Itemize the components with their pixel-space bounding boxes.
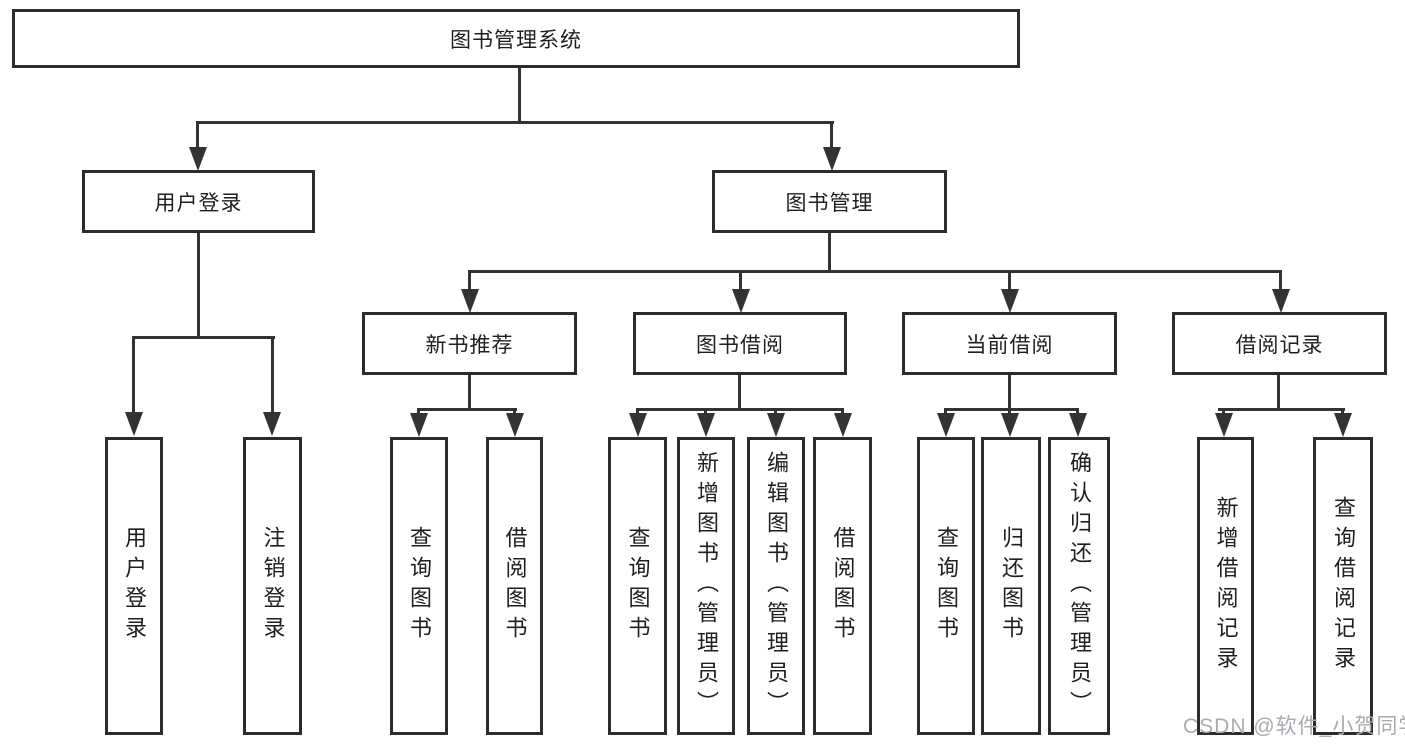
- down-arrowhead-bb-add: [697, 413, 715, 437]
- connector-new-book-trunk: [468, 375, 471, 411]
- connector-book-borrowing-trunk: [738, 375, 741, 411]
- leaf-borrow-books-borrowing-label: 借阅图书: [830, 526, 856, 646]
- down-arrowhead-current-borrowing: [1001, 289, 1019, 313]
- connector-root-trunk: [518, 68, 521, 124]
- leaf-query-books-borrowing-label: 查询图书: [625, 526, 651, 646]
- connector-stem-br-query: [1341, 408, 1344, 417]
- leaf-query-borrow-record: 查询借阅记录: [1313, 437, 1373, 735]
- leaf-add-book-admin-label: 新增图书（管理员）: [694, 451, 719, 721]
- down-arrowhead-new-book: [461, 289, 479, 313]
- connector-user-login-bar: [132, 336, 275, 339]
- connector-stem-cb-return: [1008, 408, 1011, 417]
- node-borrowing-records: 借阅记录: [1172, 312, 1387, 375]
- down-arrowhead-br-add: [1215, 413, 1233, 437]
- down-arrowhead-nb-borrow: [506, 413, 524, 437]
- leaf-return-book: 归还图书: [981, 437, 1041, 735]
- node-new-book-recommendation: 新书推荐: [362, 312, 577, 375]
- leaf-query-books-recommend-label: 查询图书: [407, 526, 432, 646]
- csdn-watermark: CSDN @软件_小贺同学: [1183, 715, 1405, 738]
- connector-borrowing-records-bar: [1218, 408, 1345, 411]
- down-arrowhead-book-borrowing: [732, 289, 750, 313]
- leaf-confirm-return-admin: 确认归还（管理员）: [1048, 437, 1110, 735]
- connector-current-borrowing-bar: [944, 408, 1079, 411]
- connector-stem-cb-query: [944, 408, 947, 417]
- node-book-borrowing-label: 图书借阅: [696, 333, 784, 357]
- connector-stem-book-borrowing: [739, 270, 742, 292]
- leaf-add-book-admin: 新增图书（管理员）: [677, 437, 735, 735]
- leaf-edit-book-admin-label: 编辑图书（管理员）: [764, 451, 789, 721]
- down-arrowhead-bb-query: [629, 413, 647, 437]
- down-arrowhead-bb-edit: [767, 413, 785, 437]
- down-arrowhead-cb-return: [1001, 413, 1019, 437]
- leaf-query-books-current: 查询图书: [917, 437, 975, 735]
- leaf-user-login: 用户登录: [105, 437, 163, 735]
- connector-stem-bb-query: [636, 408, 639, 417]
- leaf-borrow-books-recommend: 借阅图书: [486, 437, 543, 735]
- node-borrowing-records-label: 借阅记录: [1235, 333, 1324, 357]
- connector-stem-br-add: [1222, 408, 1225, 417]
- node-user-login: 用户登录: [82, 170, 315, 233]
- node-library-management-system: 图书管理系统: [12, 9, 1020, 68]
- connector-book-management-bar: [468, 270, 1282, 273]
- connector-stem-cb-confirm: [1076, 408, 1079, 417]
- leaf-query-borrow-record-label: 查询借阅记录: [1331, 496, 1356, 676]
- node-current-borrowing: 当前借阅: [902, 312, 1117, 375]
- connector-user-login-trunk: [197, 233, 200, 339]
- connector-stem-leaf-logout: [271, 336, 274, 414]
- leaf-return-book-label: 归还图书: [999, 526, 1024, 646]
- node-book-borrowing: 图书借阅: [633, 312, 847, 375]
- leaf-borrow-books-recommend-label: 借阅图书: [502, 526, 528, 646]
- node-book-management: 图书管理: [712, 170, 947, 233]
- leaf-borrow-books-borrowing: 借阅图书: [813, 437, 872, 735]
- connector-stem-current-borrowing: [1008, 270, 1011, 292]
- leaf-confirm-return-admin-label: 确认归还（管理员）: [1067, 451, 1092, 721]
- connector-stem-bb-edit: [774, 408, 777, 417]
- node-library-management-system-label: 图书管理系统: [450, 28, 582, 52]
- down-arrowhead-borrowing-records: [1272, 289, 1290, 313]
- leaf-edit-book-admin: 编辑图书（管理员）: [747, 437, 805, 735]
- connector-stem-bb-borrow: [841, 408, 844, 417]
- connector-stem-user-login: [196, 121, 199, 150]
- leaf-add-borrow-record-label: 新增借阅记录: [1213, 496, 1239, 676]
- down-arrowhead-cb-confirm: [1069, 413, 1087, 437]
- connector-new-book-bar: [417, 408, 517, 411]
- node-user-login-label: 用户登录: [154, 191, 243, 215]
- connector-stem-bb-add: [704, 408, 707, 417]
- node-book-management-label: 图书管理: [785, 191, 874, 215]
- connector-stem-borrowing-records: [1279, 270, 1282, 292]
- down-arrowhead-bb-borrow: [834, 413, 852, 437]
- connector-stem-new-book: [468, 270, 471, 292]
- connector-book-management-trunk: [828, 233, 831, 273]
- down-arrowhead-br-query: [1334, 413, 1352, 437]
- node-current-borrowing-label: 当前借阅: [965, 333, 1054, 357]
- down-arrowhead-user-login: [189, 147, 207, 171]
- connector-stem-nb-borrow: [513, 408, 516, 417]
- connector-stem-book-management: [830, 121, 833, 150]
- leaf-logout-label: 注销登录: [260, 526, 286, 646]
- node-new-book-recommendation-label: 新书推荐: [425, 333, 514, 357]
- leaf-query-books-recommend: 查询图书: [390, 437, 448, 735]
- down-arrowhead-leaf-user-login: [125, 412, 143, 436]
- down-arrowhead-cb-query: [937, 413, 955, 437]
- connector-book-borrowing-bar: [636, 408, 844, 411]
- connector-root-bar: [197, 121, 834, 124]
- connector-stem-leaf-user-login: [132, 336, 135, 414]
- connector-current-borrowing-trunk: [1008, 375, 1011, 411]
- down-arrowhead-book-management: [823, 147, 841, 171]
- leaf-query-books-current-label: 查询图书: [934, 526, 959, 646]
- connector-stem-nb-query: [417, 408, 420, 417]
- leaf-query-books-borrowing: 查询图书: [608, 437, 667, 735]
- connector-borrowing-records-trunk: [1277, 375, 1280, 411]
- down-arrowhead-nb-query: [410, 413, 428, 437]
- leaf-user-login-label: 用户登录: [122, 526, 147, 646]
- leaf-add-borrow-record: 新增借阅记录: [1197, 437, 1254, 735]
- down-arrowhead-leaf-logout: [263, 412, 281, 436]
- leaf-logout: 注销登录: [243, 437, 302, 735]
